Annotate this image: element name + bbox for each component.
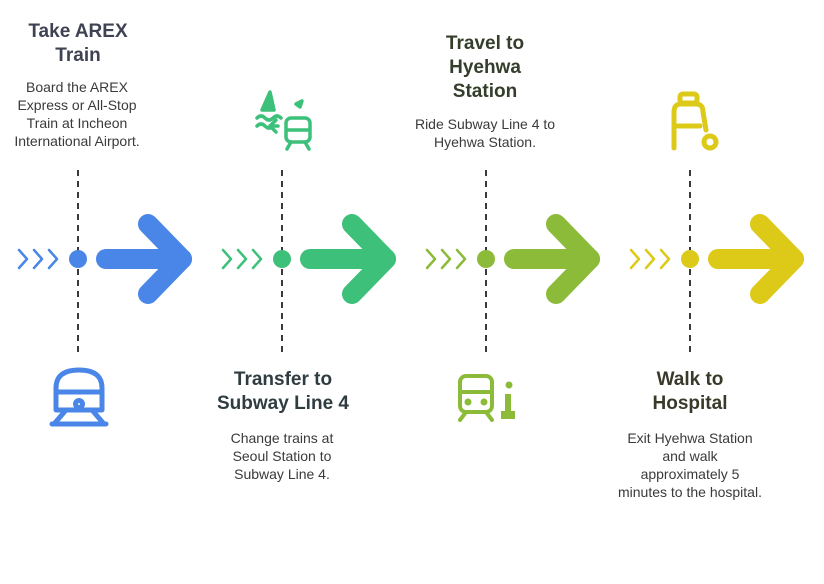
step-3-title: Travel to Hyehwa Station (445, 33, 525, 102)
step-3-description: Ride Subway Line 4 to Hyehwa Station. (414, 116, 556, 150)
step-1-arrow (96, 214, 192, 304)
step-3-arrow (504, 214, 600, 304)
step-1-timeline (17, 170, 192, 427)
step-1-description: Board the AREX Express or All-Stop Train… (14, 79, 140, 149)
walker-icon (671, 91, 719, 151)
step-1-chevrons (17, 248, 59, 270)
step-3-timeline (425, 170, 600, 422)
step-3-chevrons (425, 248, 467, 270)
transfer-icon (255, 90, 312, 151)
step-2-node (273, 250, 291, 268)
step-2-chevrons (221, 248, 263, 270)
step-2-description: Change trains at Seoul Station to Subway… (230, 430, 334, 482)
step-4-node (681, 250, 699, 268)
step-4-chevrons (629, 248, 671, 270)
step-2-arrow (300, 214, 396, 304)
step-2-timeline (221, 90, 396, 356)
step-2-title: Transfer to Subway Line 4 (217, 369, 349, 414)
step-3-node (477, 250, 495, 268)
step-4-description: Exit Hyehwa Station and walk approximate… (618, 430, 762, 500)
subway-info-icon (458, 374, 515, 422)
step-4-timeline (629, 91, 804, 356)
step-4-title: Walk to Hospital (652, 369, 728, 414)
train-front-icon (49, 367, 109, 427)
step-4-arrow (708, 214, 804, 304)
step-1-node (69, 250, 87, 268)
step-1-title: Take AREX Train (28, 21, 128, 66)
